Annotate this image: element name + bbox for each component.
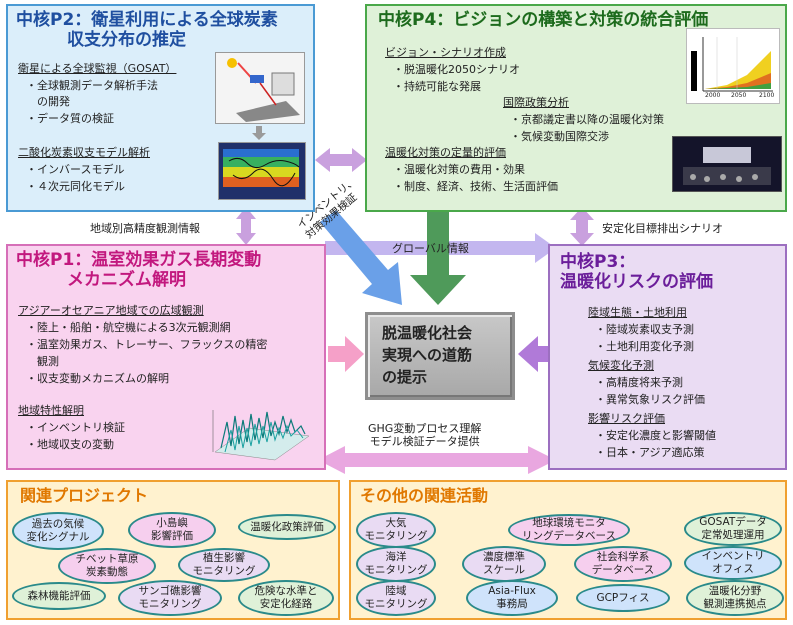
p1-item-5: ・インベントリ検証 — [26, 421, 125, 434]
p3-item-6: ・日本・アジア適応策 — [595, 446, 705, 459]
world-map-image — [218, 142, 306, 200]
other-oval-5: 濃度標準 スケール — [462, 546, 546, 582]
label-global-info: グローバル情報 — [392, 242, 469, 255]
center-goal — [365, 312, 515, 400]
p1-sec-obs: アジアーオセアニア地域での広域観測 — [18, 304, 204, 317]
other-oval-1: 大気 モニタリング — [356, 512, 436, 548]
p4-sec-vision: ビジョン・シナリオ作成 — [385, 46, 506, 59]
conference-photo — [672, 136, 782, 192]
p1-item-1: ・陸上・船舶・航空機による3次元観測網 — [26, 321, 231, 334]
p3-item-1: ・陸域炭素収支予測 — [595, 323, 694, 336]
arrow-p3-center — [518, 336, 556, 372]
other-oval-6: 社会科学系 データベース — [574, 546, 672, 582]
p4-item-5: ・温暖化対策の費用・効果 — [393, 163, 525, 176]
p1-title: 中核P1：温室効果ガス長期変動 メカニズム解明 — [16, 250, 262, 291]
p2-sec-gosat: 衛星による全球監視（GOSAT） — [18, 62, 177, 75]
p4-item-1: ・脱温暖化2050シナリオ — [393, 63, 520, 76]
other-oval-10: GCPフィス — [576, 584, 670, 612]
surface-plot-image — [205, 402, 315, 464]
related-oval-6: 森林機能評価 — [12, 582, 106, 610]
chart-year-2050: 2050 — [731, 92, 747, 99]
p2-title: 中核P2：衛星利用による全球炭素 収支分布の推定 — [16, 10, 278, 51]
p2-item-5: ・４次元同化モデル — [26, 180, 125, 193]
chart-year-2100: 2100 — [759, 92, 775, 99]
p4-item-3: ・京都議定書以降の温暖化対策 — [510, 113, 664, 126]
related-oval-3: 温暖化政策評価 — [238, 514, 336, 540]
p4-sec-policy: 国際政策分析 — [503, 96, 569, 109]
related-oval-7: サンゴ礁影響 モニタリング — [118, 580, 222, 616]
p1-sec-region: 地域特性解明 — [18, 404, 84, 417]
other-oval-11: 温暖化分野 観測連携拠点 — [686, 580, 784, 616]
p4-item-2: ・持続可能な発展 — [393, 80, 481, 93]
p1-item-6: ・地域収支の変動 — [26, 438, 114, 451]
related-oval-5: 植生影響 モニタリング — [178, 548, 270, 582]
related-oval-2: 小島嶼 影響評価 — [128, 512, 216, 548]
arrow-p4-p3 — [570, 207, 594, 246]
p3-title: 中核P3： 温暖化リスクの評価 — [560, 252, 713, 293]
p3-sec-risk: 影響リスク評価 — [588, 412, 665, 425]
p3-sec-land: 陸域生態・土地利用 — [588, 306, 687, 319]
arrow-p2-p4 — [315, 148, 367, 172]
p1-item-2: ・温室効果ガス、トレーサー、フラックスの精密 — [26, 338, 268, 351]
other-oval-8: 陸域 モニタリング — [356, 580, 436, 616]
p3-item-3: ・高精度将来予測 — [595, 376, 683, 389]
label-stabilization: 安定化目標排出シナリオ — [602, 222, 723, 235]
other-oval-4: 海洋 モニタリング — [356, 546, 436, 582]
p3-item-4: ・異常気象リスク評価 — [595, 393, 705, 406]
other-oval-9: Asia-Flux 事務局 — [466, 580, 558, 616]
arrow-p2-center — [320, 210, 402, 305]
p3-item-5: ・安定化濃度と影響閾値 — [595, 429, 716, 442]
p2-item-3: ・データ質の検証 — [26, 112, 114, 125]
other-oval-3: GOSATデータ 定常処理運用 — [684, 512, 782, 546]
other-oval-2: 地球環境モニタ リングデータベース — [508, 514, 630, 546]
p2-down-arrow — [252, 126, 266, 140]
p2-item-1: ・全球観測データ解析手法 — [26, 79, 158, 92]
related-title: 関連プロジェクト — [20, 486, 149, 505]
p2-item-2: の開発 — [26, 95, 70, 108]
p1-item-4: ・収支変動メカニズムの解明 — [26, 372, 169, 385]
center-goal-text: 脱温暖化社会 実現への道筋 の提示 — [382, 324, 473, 386]
other-title: その他の関連活動 — [360, 486, 489, 505]
label-ghg: GHG変動プロセス理解 モデル検証データ提供 — [368, 422, 482, 448]
p4-item-6: ・制度、経済、技術、生活面評価 — [393, 180, 558, 193]
p3-item-2: ・土地利用変化予測 — [595, 340, 694, 353]
p3-panel — [548, 244, 787, 470]
chart-year-2000: 2000 — [705, 92, 721, 99]
arrow-p1-center — [328, 336, 364, 372]
satellite-image — [215, 52, 305, 124]
related-oval-8: 危険な水準と 安定化経路 — [238, 580, 334, 616]
scenario-chart-image: 2000 2050 2100 — [686, 28, 780, 104]
p4-sec-quant: 温暖化対策の定量的評価 — [385, 146, 506, 159]
p3-sec-climate: 気候変化予測 — [588, 359, 654, 372]
related-oval-4: チベット草原 炭素動態 — [58, 548, 156, 584]
p4-item-4: ・気候変動国際交渉 — [510, 130, 609, 143]
arrow-p2-p1 — [236, 207, 256, 245]
arrow-ghg — [318, 446, 556, 474]
p2-item-4: ・インバースモデル — [26, 163, 125, 176]
p2-sec-model: 二酸化炭素収支モデル解析 — [18, 146, 150, 159]
p4-title: 中核P4：ビジョンの構築と対策の統合評価 — [378, 10, 709, 30]
related-oval-1: 過去の気候 変化シグナル — [12, 512, 104, 550]
p1-item-3: 観測 — [26, 355, 59, 368]
label-regional-info: 地域別高精度観測情報 — [90, 222, 200, 235]
arrow-p4-center — [410, 200, 466, 305]
other-oval-7: インベントリ オフィス — [684, 546, 782, 580]
